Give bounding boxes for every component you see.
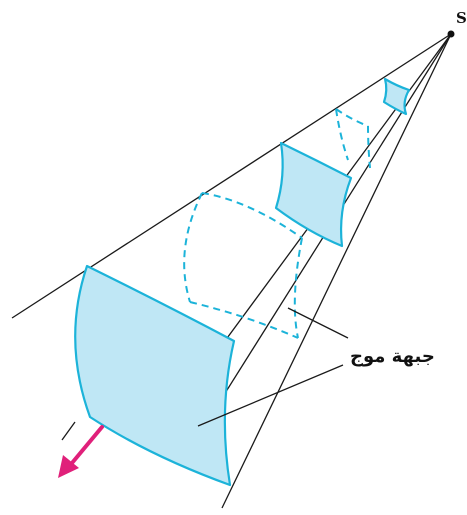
dashed-front-large-bottom [189, 301, 299, 339]
label-leaders [197, 307, 349, 427]
dashed-front-large-top [201, 192, 303, 239]
arrow-shaft [70, 425, 104, 465]
dashed-front-small [335, 108, 349, 161]
source-label: S [456, 9, 467, 27]
dashed-front-small-side [367, 125, 371, 169]
ray-stub [61, 421, 76, 441]
wavefront-label: جبهة موج [350, 346, 435, 367]
wavefront-medium [274, 141, 353, 248]
wavefront-large [74, 264, 236, 487]
arrow-head [58, 455, 79, 478]
dashed-wavefronts [183, 108, 371, 339]
dashed-front-large-right [293, 237, 303, 339]
rays [11, 33, 452, 509]
wavefronts [74, 77, 411, 487]
leader-to-large-front [197, 364, 344, 427]
ray-upper [11, 33, 452, 319]
propagation-arrow [58, 425, 104, 478]
ray-lower [221, 33, 452, 509]
dashed-front-small-top [335, 108, 369, 127]
leader-to-dashed-front [287, 307, 349, 339]
point-source [447, 30, 455, 38]
dashed-front-large-left [183, 192, 203, 303]
wavefront-tiny [382, 77, 411, 116]
